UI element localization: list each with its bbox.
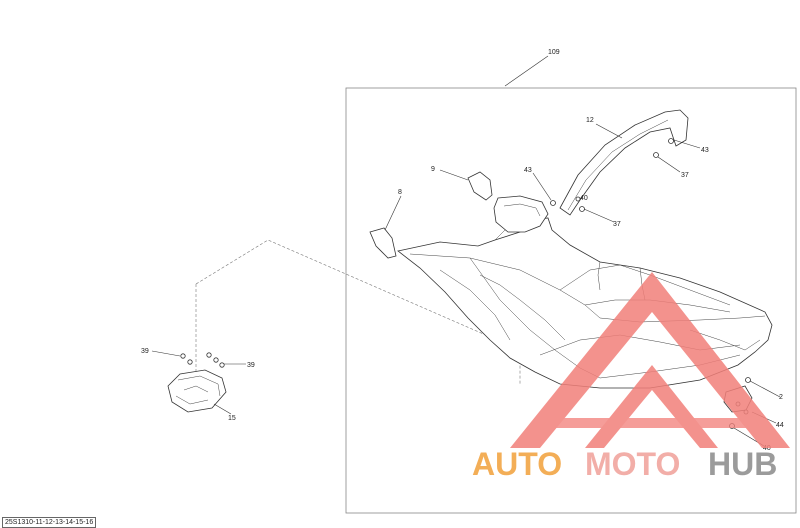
part-9-cover <box>467 171 493 201</box>
fastener-43a <box>550 200 556 206</box>
callout-37b: 37 <box>681 172 689 179</box>
watermark-text-moto: MOTO <box>585 446 680 482</box>
watermark-triangle <box>510 272 790 448</box>
callout-40a: 40 <box>580 195 588 202</box>
reference-dashline <box>195 239 521 385</box>
callout-43b: 43 <box>701 147 709 154</box>
watermark-text-auto: AUTO <box>472 446 562 482</box>
fasteners-39 <box>180 352 225 368</box>
fastener-43b <box>668 138 674 144</box>
callout-39b: 39 <box>247 362 255 369</box>
watermark-text-hub: HUB <box>708 446 777 482</box>
callout-8: 8 <box>398 189 402 196</box>
reference-code-label: 25S1310-11-12-13-14-15-16 <box>2 517 97 528</box>
callout-44: 44 <box>776 422 784 429</box>
callout-2: 2 <box>779 394 783 401</box>
part-8-cover <box>369 227 397 259</box>
watermark-crossbar <box>542 418 760 428</box>
callouts: 109 12 9 43 8 40 37 43 37 39 39 15 2 44 … <box>141 49 784 452</box>
watermark-logo: AUTO MOTO HUB <box>472 272 790 482</box>
callout-43a: 43 <box>524 167 532 174</box>
assembly-frame <box>345 87 797 514</box>
callout-40b: 40 <box>763 445 771 452</box>
callout-15: 15 <box>228 415 236 422</box>
fastener-37b <box>653 152 659 158</box>
leader-lines <box>151 55 781 447</box>
seat-assembly <box>397 195 773 389</box>
callout-39a: 39 <box>141 348 149 355</box>
fastener-2 <box>745 377 751 383</box>
bracket-15 <box>167 369 227 413</box>
callout-37a: 37 <box>613 221 621 228</box>
callout-109: 109 <box>548 49 560 56</box>
fastener-40a <box>575 196 581 202</box>
callout-9: 9 <box>431 166 435 173</box>
grab-strap <box>559 109 689 216</box>
fastener-37a <box>579 206 585 212</box>
callout-12: 12 <box>586 117 594 124</box>
